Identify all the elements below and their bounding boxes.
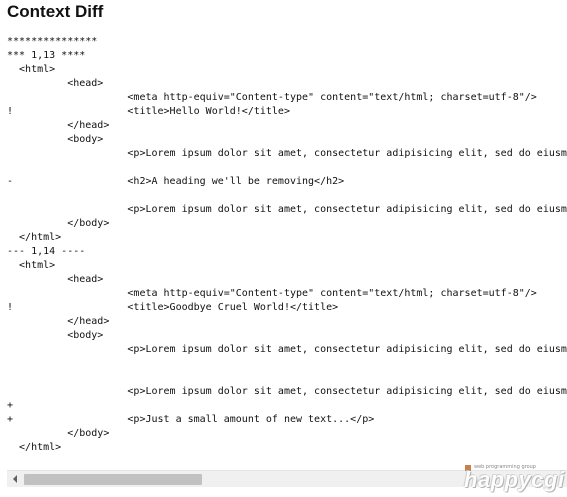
diff-line: <body>: [7, 134, 104, 145]
scrollbar-thumb[interactable]: [24, 474, 202, 485]
diff-line: <html>: [7, 260, 56, 271]
diff-line: --- 1,14 ----: [7, 246, 86, 257]
happycgi-logo: web programming group happycgi: [462, 464, 565, 494]
scroll-left-arrow-icon[interactable]: [7, 471, 23, 487]
diff-line: +: [7, 400, 14, 411]
diff-line: <meta http-equiv="Content-type" content=…: [7, 92, 537, 103]
diff-line: <meta http-equiv="Content-type" content=…: [7, 288, 537, 299]
diff-line: <head>: [7, 274, 104, 285]
diff-line: <p>Lorem ipsum dolor sit amet, consectet…: [127, 148, 567, 159]
diff-line: <p>Lorem ipsum dolor sit amet, consectet…: [127, 204, 567, 215]
diff-line: - <h2>A heading we'll be removing</h2>: [7, 176, 345, 187]
diff-line: ***************: [7, 36, 98, 47]
diff-line: ! <title>Goodbye Cruel World!</title>: [7, 302, 339, 313]
diff-output[interactable]: *************** *** 1,13 **** <html> <hea…: [7, 35, 567, 468]
diff-line: <head>: [7, 78, 104, 89]
diff-line: [7, 189, 567, 203]
diff-line: + <p>Just a small amount of new text...<…: [7, 414, 375, 425]
diff-line: </head>: [7, 120, 110, 131]
diff-line: ! <title>Hello World!</title>: [7, 106, 290, 117]
diff-line: </html>: [7, 442, 62, 453]
diff-line: </html>: [7, 232, 62, 243]
diff-line: <p>Lorem ipsum dolor sit amet, consectet…: [127, 344, 567, 355]
page-title: Context Diff: [7, 2, 104, 21]
logo-tagline: web programming group: [474, 464, 536, 470]
diff-line: </body>: [7, 428, 110, 439]
diff-line: <html>: [7, 64, 56, 75]
logo-name: happycgi: [464, 467, 565, 492]
diff-line: <p>Lorem ipsum dolor sit amet, consectet…: [127, 386, 567, 397]
diff-text: *************** *** 1,13 **** <html> <hea…: [7, 35, 567, 455]
logo-mark-icon: [465, 465, 471, 471]
diff-line: [7, 357, 567, 371]
diff-line: </head>: [7, 316, 110, 327]
diff-line: *** 1,13 ****: [7, 50, 86, 61]
diff-line: <body>: [7, 330, 104, 341]
diff-line: [7, 371, 567, 385]
diff-line: </body>: [7, 218, 110, 229]
horizontal-scrollbar[interactable]: [7, 470, 567, 487]
diff-line: [7, 161, 567, 175]
